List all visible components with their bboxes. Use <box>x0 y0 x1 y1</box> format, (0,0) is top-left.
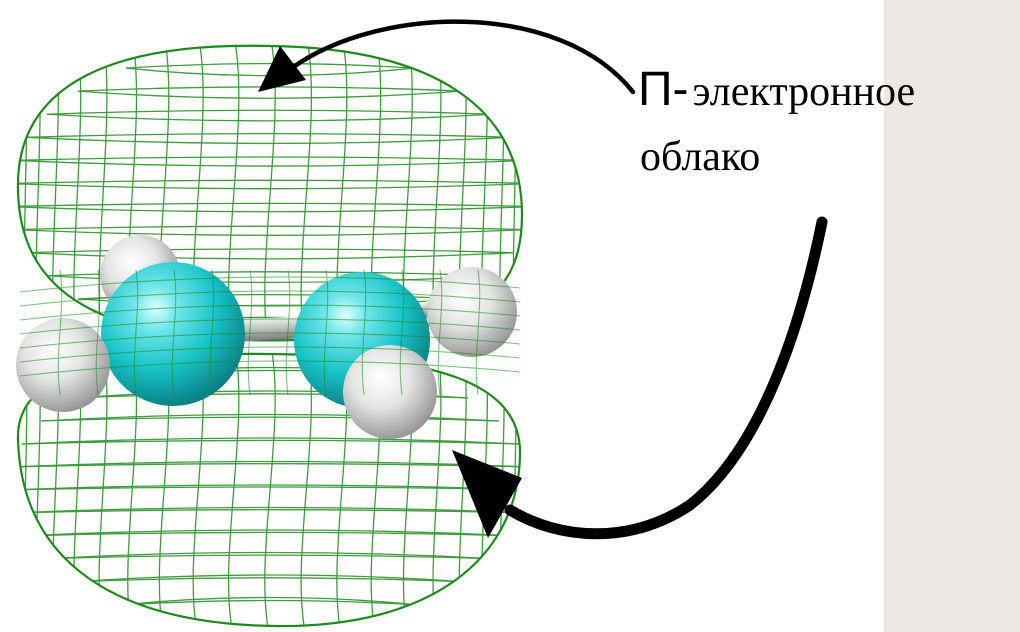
arrow-to-upper-lobe <box>258 19 636 95</box>
upper-cloud-lobe <box>16 44 524 342</box>
caption-prefix: П- <box>638 63 689 116</box>
hydrogen-atom-front-right <box>343 345 437 439</box>
carbon-atom-left <box>101 262 245 406</box>
ethylene-molecule <box>16 235 517 439</box>
caption-line-2: облако <box>640 134 761 180</box>
caption-line-1: П- электронное <box>638 66 915 114</box>
caption-word-1: электронное <box>692 69 916 115</box>
side-panel <box>884 0 1020 632</box>
arrow-to-lower-lobe <box>452 216 828 540</box>
cloud-front-mesh <box>19 269 521 396</box>
